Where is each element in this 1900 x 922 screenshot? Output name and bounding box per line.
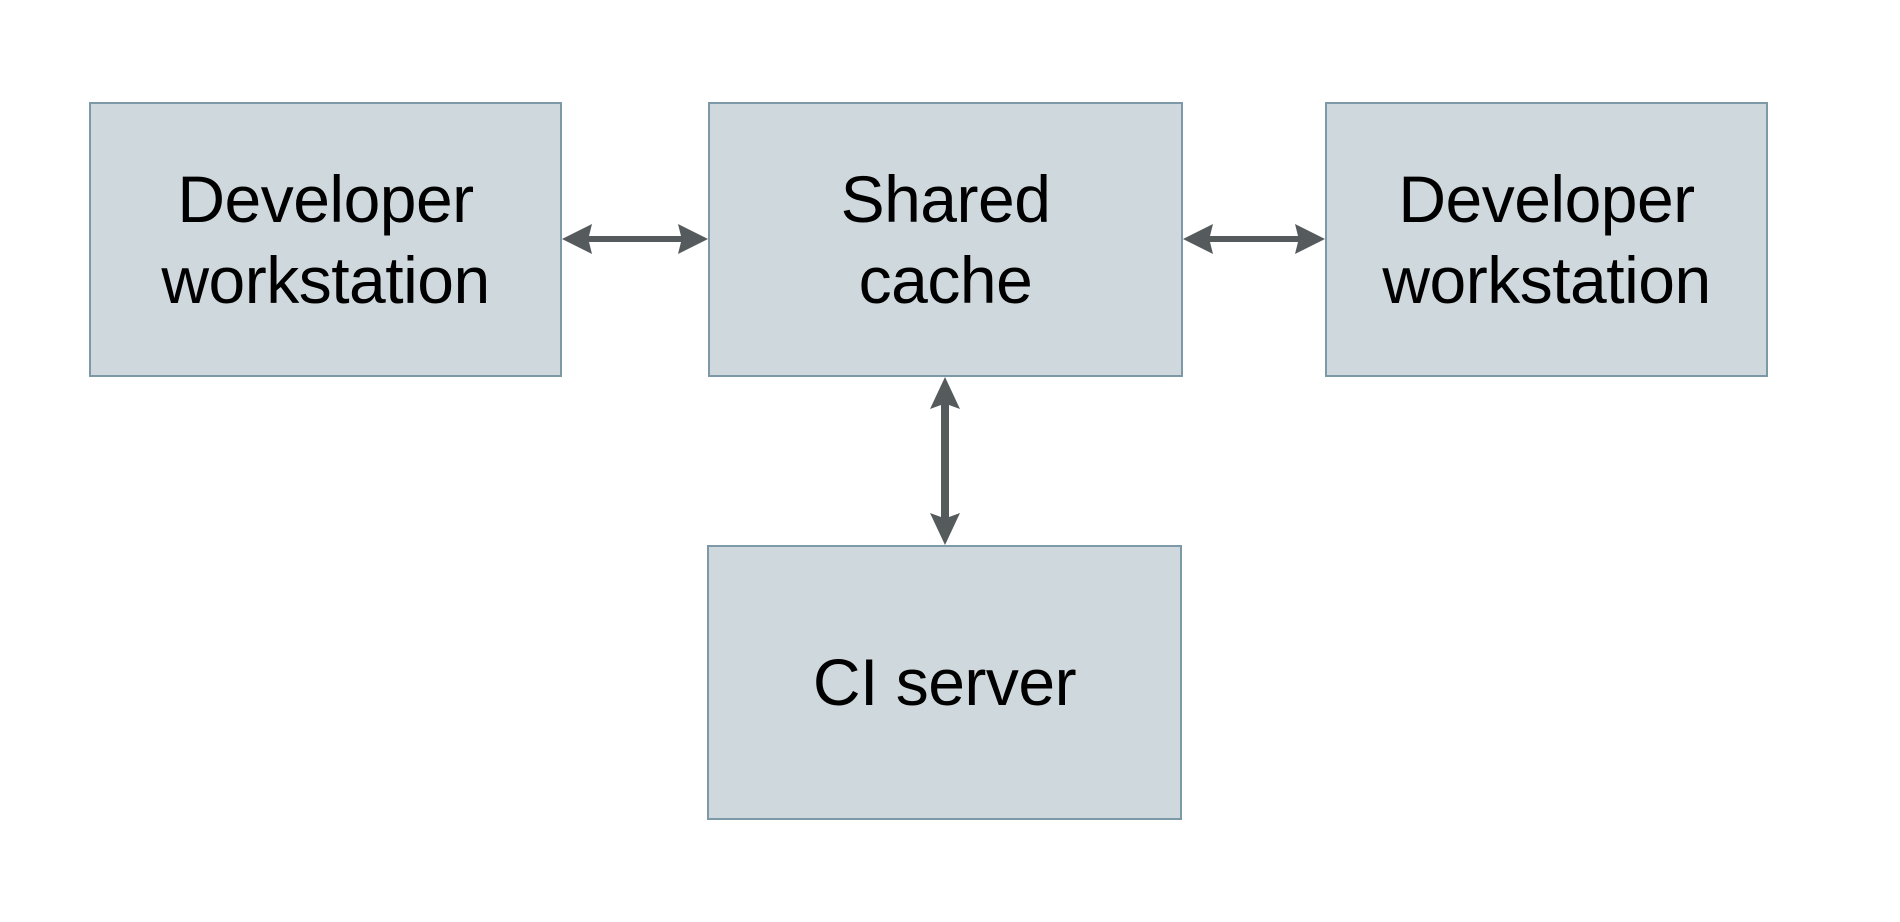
node-developer-workstation-right[interactable]: Developer workstation <box>1325 102 1768 377</box>
double-arrow-vertical-icon[interactable] <box>910 377 980 545</box>
node-label: Developer workstation <box>1382 161 1711 317</box>
node-shared-cache[interactable]: Shared cache <box>708 102 1183 377</box>
node-ci-server[interactable]: CI server <box>707 545 1182 820</box>
double-arrow-horizontal-icon[interactable] <box>562 204 708 274</box>
node-label: Developer workstation <box>161 161 490 317</box>
node-developer-workstation-left[interactable]: Developer workstation <box>89 102 562 377</box>
node-label: Shared cache <box>840 161 1051 317</box>
double-arrow-horizontal-icon[interactable] <box>1183 204 1325 274</box>
node-label: CI server <box>812 645 1077 720</box>
